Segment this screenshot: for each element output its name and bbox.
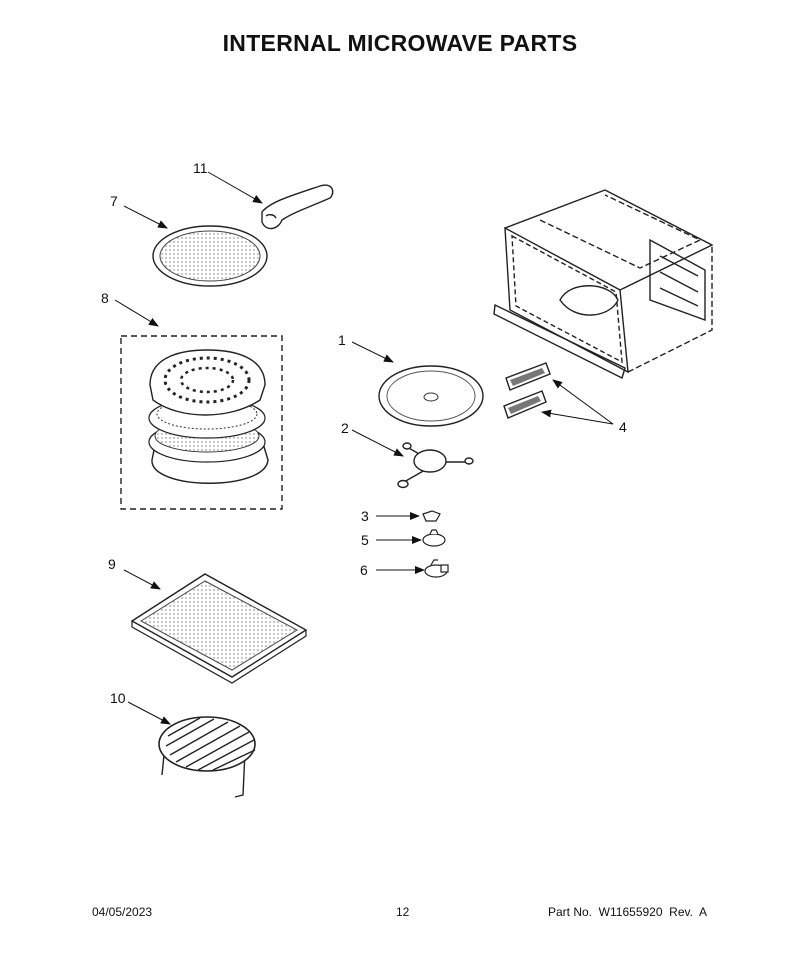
wire-rack-part <box>158 716 256 798</box>
footer-date: 04/05/2023 <box>92 905 153 919</box>
microwave-cavity-part <box>493 189 714 379</box>
callout-2: 2 <box>341 420 349 436</box>
handle-part <box>261 184 334 230</box>
callout-4: 4 <box>619 419 627 435</box>
callout-11: 11 <box>193 160 208 176</box>
motor-part <box>424 559 449 578</box>
turntable-motor-part <box>422 529 446 547</box>
page-title: INTERNAL MICROWAVE PARTS <box>222 30 578 56</box>
callout-8: 8 <box>101 290 109 306</box>
callout-9: 9 <box>108 556 116 572</box>
crisper-pan-part <box>152 225 268 287</box>
waveguide-covers-part <box>503 362 551 419</box>
callout-7: 7 <box>110 193 118 209</box>
callout-6: 6 <box>360 562 368 578</box>
leader-lines <box>114 171 614 725</box>
callout-10: 10 <box>110 690 126 706</box>
callout-5: 5 <box>361 532 369 548</box>
turntable-tray-part <box>378 365 484 427</box>
callout-1: 1 <box>338 332 346 348</box>
baking-tray-part <box>130 573 308 684</box>
turntable-support-part <box>397 442 474 489</box>
steamer-assembly-part <box>120 335 283 510</box>
coupler-part <box>422 510 441 522</box>
footer-part-number: Part No. W11655920 Rev. A <box>548 905 707 919</box>
footer-page-number: 12 <box>396 905 410 919</box>
callout-3: 3 <box>361 508 369 524</box>
